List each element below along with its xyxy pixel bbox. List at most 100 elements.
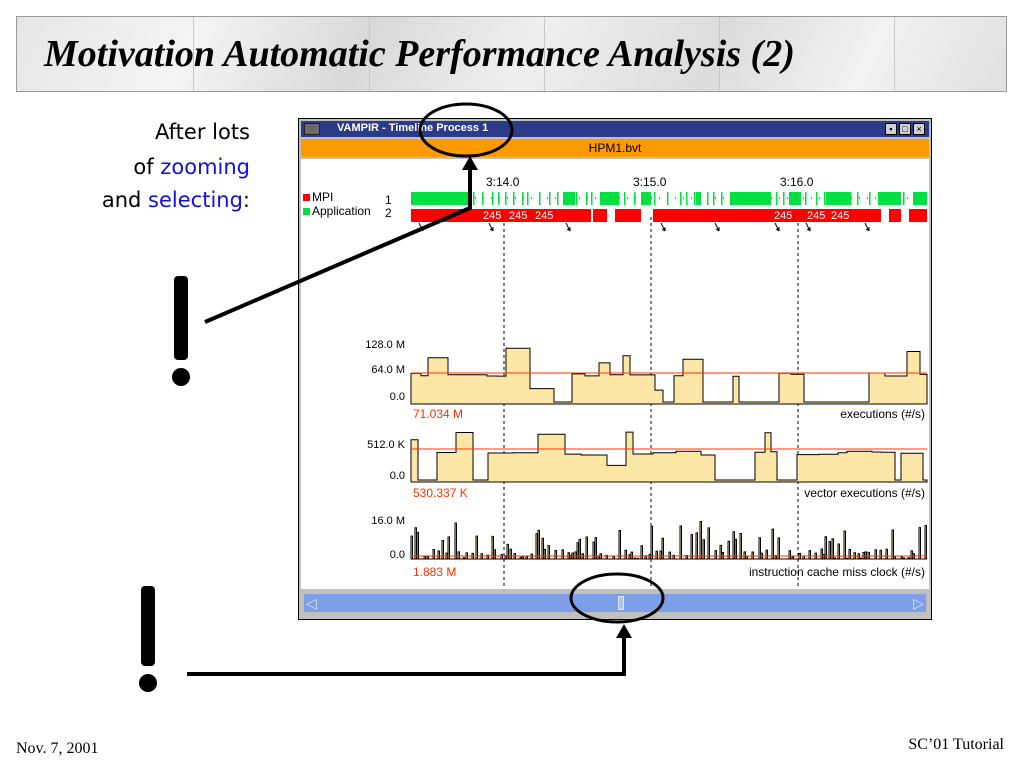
application-tick <box>482 192 484 205</box>
y-tick-label: 0.0 <box>389 470 405 482</box>
application-tick <box>576 192 578 205</box>
window-menu-icon[interactable] <box>304 123 320 135</box>
application-tick <box>564 192 566 205</box>
application-tick <box>618 192 620 205</box>
banner-seam <box>719 17 720 91</box>
application-tick <box>607 192 609 205</box>
application-tick <box>885 192 887 205</box>
application-tick <box>654 192 656 205</box>
application-tick <box>643 192 645 205</box>
application-tick <box>713 192 715 205</box>
mpi-block <box>889 209 901 222</box>
caption-line-3: and selecting: <box>102 188 250 212</box>
y-tick-label: 512.0 K <box>367 439 405 451</box>
application-tick <box>527 192 529 205</box>
arrow-line-scrollbar <box>187 634 626 676</box>
application-tick <box>539 192 541 205</box>
minimize-button[interactable]: ▪ <box>885 123 897 135</box>
caption-line-1: After lots <box>155 120 250 144</box>
metric-name: vector executions (#/s) <box>804 486 925 500</box>
message-arrow <box>864 222 870 232</box>
caption-text: of <box>133 155 161 179</box>
close-button[interactable]: × <box>913 123 925 135</box>
horizontal-scrollbar[interactable]: ◁ ▷ <box>301 591 929 615</box>
application-block <box>696 192 701 205</box>
time-tick-label: 3:15.0 <box>633 175 667 189</box>
caption-text: : <box>242 188 250 212</box>
application-block <box>563 192 575 205</box>
metric-name: executions (#/s) <box>840 407 925 421</box>
application-block <box>879 192 901 205</box>
exclamation-bar <box>174 276 188 360</box>
application-tick <box>513 192 515 205</box>
banner-seam <box>369 17 370 91</box>
window-titlebar[interactable]: VAMPIR - Timeline Process 1 ▪ □ × <box>301 121 929 137</box>
application-tick <box>783 192 785 205</box>
application-tick <box>837 192 839 205</box>
application-tick <box>624 192 626 205</box>
message-arrow <box>565 222 571 232</box>
message-arrow <box>488 222 494 232</box>
application-tick <box>816 192 818 205</box>
scrollbar-thumb[interactable] <box>618 596 624 610</box>
application-tick <box>832 192 834 205</box>
scroll-left-icon[interactable]: ◁ <box>306 595 317 611</box>
mpi-bar-label: 245 <box>483 210 501 222</box>
current-value: 71.034 M <box>413 407 464 421</box>
application-tick <box>857 192 859 205</box>
mpi-bar-label: 245 <box>535 210 553 222</box>
application-tick <box>473 192 475 205</box>
executions-trace <box>410 347 928 405</box>
arrow-head-scrollbar <box>616 624 632 638</box>
application-block <box>913 192 927 205</box>
application-tick <box>869 192 871 205</box>
current-value: 530.337 K <box>413 486 468 500</box>
message-arrow <box>805 222 811 232</box>
application-tick <box>776 192 778 205</box>
current-value: 1.883 M <box>413 565 457 579</box>
scroll-right-icon[interactable]: ▷ <box>913 595 924 611</box>
message-arrow <box>418 222 424 232</box>
message-arrow <box>660 222 666 232</box>
footer-event: SC’01 Tutorial <box>908 736 1004 753</box>
scrollbar-track[interactable]: ◁ ▷ <box>304 594 926 612</box>
application-tick <box>600 192 602 205</box>
application-tick <box>824 192 826 205</box>
metric-name: instruction cache miss clock (#/s) <box>748 565 925 579</box>
application-tick <box>694 192 696 205</box>
caption-line-2: of zooming <box>133 155 250 179</box>
application-block <box>411 192 471 205</box>
y-tick-label: 0.0 <box>389 549 405 561</box>
mpi-bar-label: 245 <box>509 210 527 222</box>
application-tick <box>549 192 551 205</box>
application-tick <box>792 192 794 205</box>
mpi-block <box>909 209 927 222</box>
y-tick-label: 0.0 <box>389 391 405 403</box>
application-tick <box>805 192 807 205</box>
application-tick <box>492 192 494 205</box>
exclamation-icon <box>137 586 159 692</box>
banner-seam <box>544 17 545 91</box>
maximize-button[interactable]: □ <box>899 123 911 135</box>
caption-selecting: selecting <box>148 188 243 212</box>
application-tick <box>634 192 636 205</box>
application-tick <box>799 192 801 205</box>
application-tick <box>667 192 669 205</box>
time-tick-label: 3:16.0 <box>780 175 814 189</box>
application-block <box>731 192 771 205</box>
application-tick <box>914 192 916 205</box>
footer-date: Nov. 7, 2001 <box>16 740 99 757</box>
application-tick <box>686 192 688 205</box>
application-tick <box>903 192 905 205</box>
exclamation-icon <box>170 276 192 386</box>
application-tick <box>767 192 769 205</box>
application-tick <box>721 192 723 205</box>
mpi-block <box>653 209 881 222</box>
timeline-plot[interactable]: 3:14.0 3:15.0 3:16.0 MPI Application 1 2… <box>301 159 929 589</box>
vector-executions-trace <box>410 431 928 483</box>
title-banner <box>16 16 1007 92</box>
y-tick-label: 64.0 M <box>371 364 405 376</box>
exclamation-bar <box>141 586 155 666</box>
application-tick <box>895 192 897 205</box>
application-tick <box>730 192 732 205</box>
